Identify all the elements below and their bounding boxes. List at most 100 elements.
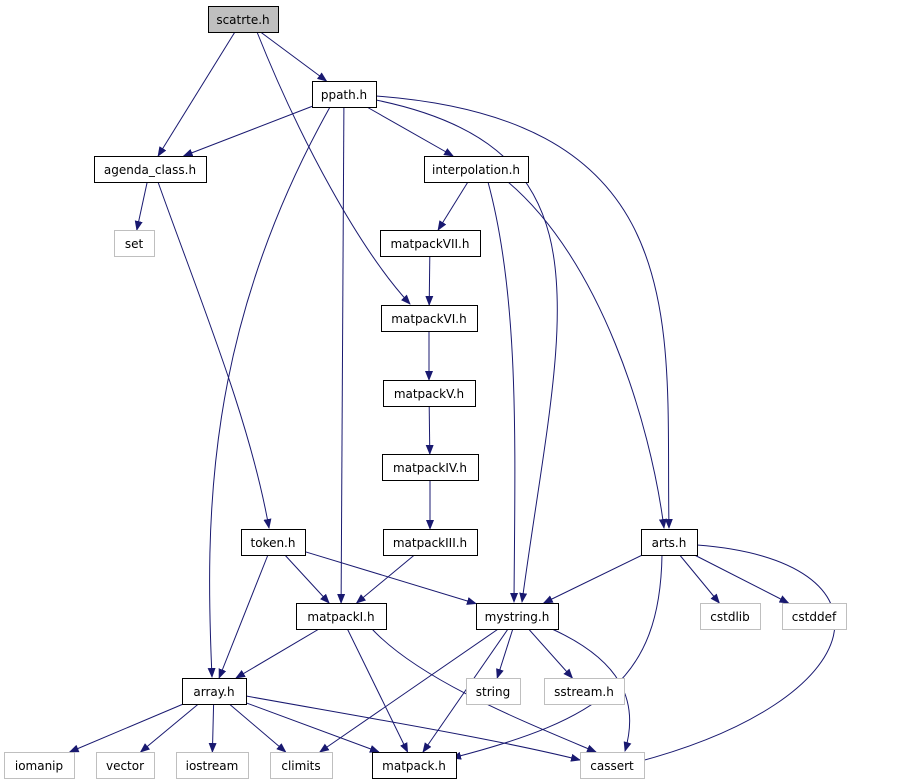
node-scatrte[interactable]: scatrte.h bbox=[208, 6, 279, 33]
edge-array-to-cassert bbox=[245, 695, 581, 762]
node-label: scatrte.h bbox=[216, 13, 269, 27]
node-box bbox=[94, 156, 207, 183]
node-label: iomanip bbox=[15, 759, 63, 773]
node-iomanip: iomanip bbox=[4, 752, 75, 779]
node-interpolation[interactable]: interpolation.h bbox=[424, 156, 529, 183]
node-array[interactable]: array.h bbox=[182, 678, 247, 705]
node-set: set bbox=[114, 230, 155, 257]
node-label: matpackIII.h bbox=[393, 536, 467, 550]
node-label: matpackVI.h bbox=[391, 312, 466, 326]
node-box bbox=[782, 603, 847, 630]
node-box bbox=[96, 752, 155, 779]
edge-array-to-iomanip bbox=[68, 703, 184, 753]
node-box bbox=[383, 529, 478, 556]
node-label: set bbox=[125, 237, 144, 251]
edge-token-to-matpackI bbox=[284, 554, 330, 604]
node-box bbox=[4, 752, 75, 779]
node-label: string bbox=[476, 685, 510, 699]
edge-ppath-to-array bbox=[207, 106, 331, 678]
edge-arts-to-cstddef bbox=[694, 554, 790, 604]
edge-ppath-to-arts bbox=[375, 95, 673, 529]
node-matpackVII[interactable]: matpackVII.h bbox=[380, 230, 481, 257]
node-box bbox=[312, 81, 377, 108]
node-box bbox=[544, 678, 625, 705]
edge-matpackV-to-matpackIV bbox=[425, 405, 434, 455]
node-cstddef: cstddef bbox=[782, 603, 847, 630]
edge-agenda-class-to-token bbox=[157, 181, 272, 529]
node-agenda-class[interactable]: agenda_class.h bbox=[94, 156, 207, 183]
node-label: matpackIV.h bbox=[393, 461, 467, 475]
edge-arts-to-mystring bbox=[542, 554, 643, 604]
edge-arts-to-cassert bbox=[629, 544, 836, 766]
node-label: mystring.h bbox=[485, 610, 550, 624]
node-box bbox=[182, 678, 247, 705]
node-label: cstddef bbox=[792, 610, 837, 624]
node-mystring[interactable]: mystring.h bbox=[476, 603, 559, 630]
edge-ppath-to-matpackI bbox=[337, 106, 346, 604]
node-label: interpolation.h bbox=[432, 163, 520, 177]
edge-matpackI-to-matpack bbox=[346, 628, 409, 753]
node-label: matpackVII.h bbox=[391, 237, 470, 251]
node-box bbox=[641, 529, 698, 556]
node-iostream: iostream bbox=[176, 752, 249, 779]
node-cassert: cassert bbox=[580, 752, 645, 779]
node-box bbox=[466, 678, 521, 705]
node-box bbox=[700, 603, 761, 630]
node-label: token.h bbox=[251, 536, 296, 550]
node-matpackI[interactable]: matpackI.h bbox=[296, 603, 387, 630]
node-label: sstream.h bbox=[554, 685, 614, 699]
edge-arts-to-matpack bbox=[451, 554, 663, 760]
node-label: matpackI.h bbox=[307, 610, 374, 624]
edge-matpackIII-to-matpackI bbox=[355, 554, 415, 604]
node-token[interactable]: token.h bbox=[241, 529, 306, 556]
edge-array-to-matpack bbox=[245, 702, 380, 753]
edge-matpackVII-to-matpackVI bbox=[425, 255, 434, 306]
node-label: cstdlib bbox=[710, 610, 749, 624]
edge-agenda-class-to-set bbox=[134, 181, 148, 231]
node-label: vector bbox=[106, 759, 144, 773]
edges-layer bbox=[68, 31, 836, 766]
node-box bbox=[208, 6, 279, 33]
node-box bbox=[114, 230, 155, 257]
node-box bbox=[381, 305, 478, 332]
node-climits: climits bbox=[270, 752, 333, 779]
node-label: cassert bbox=[590, 759, 634, 773]
edge-token-to-array bbox=[218, 554, 269, 679]
edge-mystring-to-climits bbox=[318, 628, 499, 753]
node-box bbox=[382, 454, 479, 481]
node-arts[interactable]: arts.h bbox=[641, 529, 698, 556]
node-box bbox=[424, 156, 529, 183]
node-box bbox=[176, 752, 249, 779]
node-matpackVI[interactable]: matpackVI.h bbox=[381, 305, 478, 332]
edge-mystring-to-string bbox=[496, 628, 514, 679]
node-ppath[interactable]: ppath.h bbox=[312, 81, 377, 108]
edge-ppath-to-mystring bbox=[375, 99, 558, 603]
node-box bbox=[241, 529, 306, 556]
edge-array-to-climits bbox=[228, 703, 287, 753]
node-matpackV[interactable]: matpackV.h bbox=[383, 380, 476, 407]
node-label: matpack.h bbox=[382, 759, 446, 773]
node-label: array.h bbox=[193, 685, 234, 699]
node-box bbox=[372, 752, 457, 779]
edge-interpolation-to-arts bbox=[507, 181, 667, 529]
edge-arts-to-cstdlib bbox=[679, 554, 720, 604]
edge-interpolation-to-mystring bbox=[487, 181, 519, 603]
node-matpackIV[interactable]: matpackIV.h bbox=[382, 454, 479, 481]
node-sstream: sstream.h bbox=[544, 678, 625, 705]
edge-matpackI-to-array bbox=[235, 628, 320, 679]
nodes-layer: scatrte.h ppath.h agenda_class.h interpolat… bbox=[4, 6, 847, 779]
node-box bbox=[380, 230, 481, 257]
edge-mystring-to-matpack bbox=[422, 628, 509, 753]
edge-ppath-to-agenda-class bbox=[182, 105, 313, 157]
node-box bbox=[270, 752, 333, 779]
edge-scatrte-to-ppath bbox=[260, 31, 328, 82]
node-label: climits bbox=[281, 759, 320, 773]
edge-array-to-vector bbox=[139, 703, 199, 753]
edge-scatrte-to-matpackVI bbox=[256, 31, 411, 305]
node-matpack[interactable]: matpack.h bbox=[372, 752, 457, 779]
node-label: ppath.h bbox=[321, 88, 367, 102]
node-cstdlib: cstdlib bbox=[700, 603, 761, 630]
edge-scatrte-to-agenda-class bbox=[157, 31, 236, 157]
node-matpackIII[interactable]: matpackIII.h bbox=[383, 529, 478, 556]
node-vector: vector bbox=[96, 752, 155, 779]
